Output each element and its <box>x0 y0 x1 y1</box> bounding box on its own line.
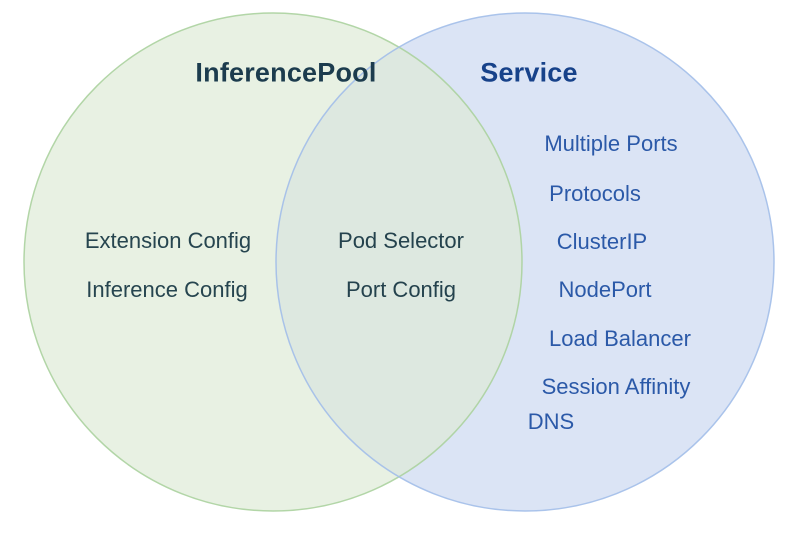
item-pod-selector: Pod Selector <box>338 228 464 253</box>
overlap-lens <box>276 13 522 511</box>
item-load-balancer: Load Balancer <box>549 326 691 351</box>
item-protocols: Protocols <box>549 181 641 206</box>
item-clusterip: ClusterIP <box>556 229 648 254</box>
service-title: Service <box>480 57 578 88</box>
item-dns: DNS <box>527 409 575 434</box>
inferencepool-title: InferencePool <box>195 57 377 88</box>
item-port-config: Port Config <box>345 277 457 302</box>
service-circle-border <box>275 12 775 512</box>
item-session-affinity: Session Affinity <box>541 374 691 399</box>
item-multiple-ports: Multiple Ports <box>544 131 678 156</box>
item-nodeport: NodePort <box>558 277 652 302</box>
inferencepool-circle-border <box>23 12 523 512</box>
item-extension-config: Extension Config <box>84 228 252 253</box>
item-inference-config: Inference Config <box>86 277 248 302</box>
